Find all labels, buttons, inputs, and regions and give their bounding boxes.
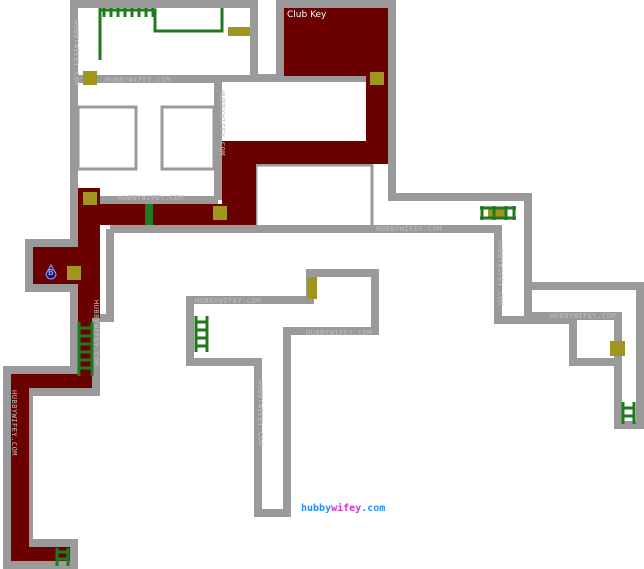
ladder-icon <box>102 8 155 17</box>
credit-first: hubby <box>301 503 332 514</box>
site-credit-logo: hubbywifey.com <box>301 503 385 514</box>
watermark: HUBBYWIFEY.COM <box>195 297 262 305</box>
credit-second: wifey <box>331 503 362 514</box>
door-icon <box>610 341 625 356</box>
door-icon <box>370 72 384 85</box>
ladder-icon <box>621 402 636 424</box>
door-icon <box>307 277 317 299</box>
ladder-icon <box>77 322 94 376</box>
door-icon <box>83 192 97 205</box>
save-point-icon <box>45 264 57 280</box>
door-icon <box>488 208 506 218</box>
door-icon <box>228 27 250 36</box>
ladder-icon <box>194 316 209 352</box>
watermark: HUBBYWIFEY.COM <box>306 329 373 337</box>
watermark: HUBBYWIFEY.COM <box>10 390 18 457</box>
door-icon <box>67 266 81 280</box>
door-icon <box>213 206 227 220</box>
ladder-icon <box>480 206 516 220</box>
ladder-icon <box>98 8 224 60</box>
ladder-icon <box>55 548 70 566</box>
floors <box>78 8 636 509</box>
watermark: HUBBYWIFEY.COM <box>105 76 172 84</box>
wall-left-column <box>70 79 222 240</box>
save-point-letter: B <box>48 268 54 277</box>
watermark: HUBBYWIFEY.COM <box>218 90 226 157</box>
wall-center-block <box>254 163 374 229</box>
door-icon <box>83 71 97 85</box>
ladders <box>55 8 636 566</box>
watermark: HUBBYWIFEY.COM <box>92 300 100 367</box>
doors <box>67 27 625 356</box>
watermark: HUBBYWIFEY.COM <box>118 194 185 202</box>
watermark: HUBBYWIFEY.COM <box>72 20 80 87</box>
room-label-club-key: Club Key <box>287 10 327 20</box>
wall-top-left-room <box>70 0 258 83</box>
credit-suffix: .com <box>361 503 386 514</box>
watermark: HUBBYWIFEY.COM <box>550 312 617 320</box>
watermark: HUBBYWIFEY.COM <box>376 225 443 233</box>
club-key-room-fill <box>284 8 388 76</box>
route-path <box>11 8 388 561</box>
watermark: HUBBYWIFEY.COM <box>496 240 504 307</box>
watermark: HUBBYWIFEY.COM <box>256 380 264 447</box>
ladder-icon <box>145 204 153 225</box>
